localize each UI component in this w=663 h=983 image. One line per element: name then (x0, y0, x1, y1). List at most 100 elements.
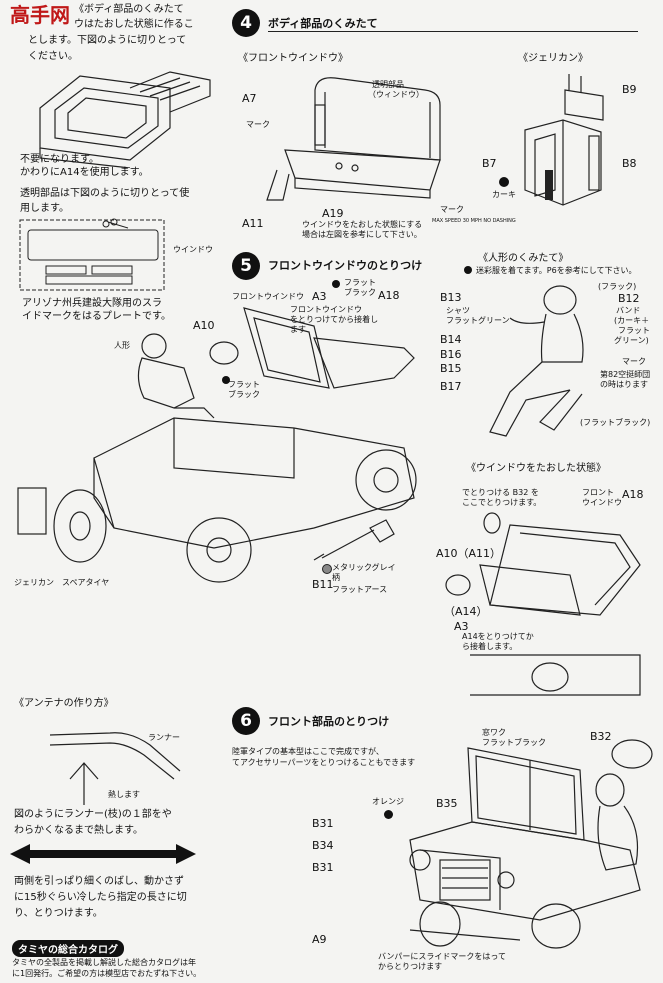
svg-text:高手网: 高手网 (10, 3, 70, 27)
decal-text: MAX SPEED 30 MPH NO DASHING (432, 218, 516, 224)
window-down-head: 《ウインドウをたおした状態》 (466, 463, 606, 474)
flat-earth-label: フラットアース (332, 585, 388, 594)
flat-black-dot-5a (332, 280, 340, 288)
flat-black-5a-1: フラット (344, 278, 376, 287)
step-5-title: フロントウインドウのとりつけ (268, 259, 423, 272)
bumper-note-2: からとりつけます (378, 962, 443, 971)
label-a19: A19 (322, 207, 344, 220)
label-b32: B32 (590, 730, 612, 743)
label-b13: B13 (440, 291, 462, 304)
step6-note-2: てアクセサリーパーツをとりつけることもできます (232, 758, 416, 767)
window-down-drawing (445, 512, 641, 696)
camo-dot (464, 266, 472, 274)
metallic-gray-dot (322, 564, 332, 574)
front-window-drawing (266, 77, 441, 201)
label-b16: B16 (440, 348, 462, 361)
clear-part-label-2: （ウィンドウ） (368, 90, 424, 99)
step6-note-1: 陸軍タイプの基本型はここで完成ですが、 (232, 747, 384, 756)
clear-parts-para-2: 用します。 (20, 203, 69, 214)
window-down-front-2: ウインドウ (582, 498, 622, 507)
step-4-title: ボディ部品のくみたて (268, 17, 378, 30)
frame-label-1: 窓ワク (482, 728, 506, 737)
band-color-2: フラット (618, 326, 650, 335)
step4-note-1: ウインドウをたおした状態にする (302, 220, 423, 229)
step-5-badge: 5 (232, 252, 260, 280)
unneeded-note-2: かわりにA14を使用します。 (20, 167, 149, 178)
label-a7: A7 (242, 92, 257, 105)
front-window-head: 《フロントウインドウ》 (238, 53, 348, 64)
step4-note-2: 場合は左図を参考にして下さい。 (302, 230, 422, 239)
label-b31a: B31 (312, 817, 334, 830)
seated-figure-drawing (489, 285, 584, 437)
step-6-title: フロント部品のとりつけ (268, 715, 390, 728)
label-b11: B11 (312, 578, 334, 591)
label-b15: B15 (440, 362, 462, 375)
front-window-note-1: フロントウインドウ (290, 305, 362, 314)
band-color-1: (カーキ＋ (614, 316, 650, 325)
front-window-note-2: をとりつけてから接着し (290, 315, 379, 324)
window-down-front-1: フロント (582, 488, 614, 497)
step-6-badge: 6 (232, 707, 260, 735)
left-top-para-2: とします。下図のように切りとって (28, 35, 187, 46)
clear-parts-para-1: 透明部品は下図のように切りとって使 (20, 188, 190, 199)
jerrycan-drawing (524, 74, 604, 206)
a14-note-2: ら接着します。 (462, 642, 518, 651)
label-b7: B7 (482, 157, 497, 170)
label-b31b: B31 (312, 861, 334, 874)
label-a10: A10 (193, 319, 215, 332)
division-label-2: の時はります (600, 380, 648, 389)
khaki-label: カーキ (492, 190, 516, 199)
label-b9: B9 (622, 83, 637, 96)
jeep-step5-drawing (17, 307, 417, 583)
window-frame-cut-drawing (39, 71, 211, 168)
antenna-para-2: わらかくなるまで熱します。 (14, 825, 143, 836)
metallic-gray-1: メタリックグレイ (332, 563, 396, 572)
label-a10-a11: A10（A11） (436, 547, 502, 560)
left-top-para-1: ウはたおした状態に作るこ (74, 19, 194, 30)
label-a3-step5: A3 (312, 290, 327, 303)
figure-label: 人形 (114, 341, 130, 350)
site-logo-graphic: 高手网 (10, 3, 70, 27)
figure-instruction: 迷彩服を着てます。P6を参考にして下さい。 (476, 266, 637, 275)
window-label-left: ウインドウ (173, 245, 213, 254)
orange-label: オレンジ (372, 797, 404, 806)
window-down-note-2: ここでとりつけます。 (462, 498, 542, 507)
bumper-note-1: バンパーにスライドマークをはって (378, 952, 506, 961)
left-top-para-3: ください。 (28, 51, 78, 62)
flat-black-5b-1: フラット (228, 380, 260, 389)
shirt-label: シャツ (446, 306, 470, 315)
arizona-note-1: アリゾナ州兵建設大隊用のスラ (22, 298, 162, 309)
flat-black-5a-2: ブラック (344, 288, 376, 297)
pull-para-2: に15秒ぐらい冷したら指定の長さに切 (14, 892, 187, 903)
step-4-badge: 4 (232, 9, 260, 37)
jerrycan-label-left: ジェリカン (14, 578, 54, 587)
label-b34: B34 (312, 839, 334, 852)
catalog-para-2: に1回発行。ご希望の方は模型店でおたずね下さい。 (12, 969, 202, 978)
label-b14: B14 (440, 333, 462, 346)
antenna-drawing (50, 732, 181, 805)
spare-tire-label: スペアタイヤ (62, 578, 110, 587)
division-label-1: 第82空挺師団 (600, 370, 651, 379)
catalog-badge: タミヤの総合カタログ (12, 940, 124, 957)
flat-black-label-r: (フラック) (598, 282, 637, 291)
heat-label: 熱します (108, 790, 140, 799)
arizona-note-2: イドマークをはるプレートです。 (22, 311, 171, 322)
label-b12: B12 (618, 292, 640, 305)
shirt-color: フラットグリーン (446, 316, 510, 325)
clear-part-cut-drawing (19, 218, 165, 291)
flat-black-dot-5b (222, 376, 230, 384)
figure-section-head: 《人形のくみたて》 (478, 253, 569, 264)
label-a9: A9 (312, 933, 327, 946)
pull-para-1: 両側を引っぱり細くのばし、動かさず (14, 876, 184, 887)
jerrycan-head: 《ジェリカン》 (518, 53, 588, 64)
khaki-paint-dot (499, 177, 509, 187)
a14-note-1: A14をとりつけてか (462, 632, 534, 641)
unneeded-note-1: 不要になります。 (20, 154, 99, 165)
label-b17: B17 (440, 380, 462, 393)
runner-label: ランナー (148, 733, 180, 742)
mark-label-4a: マーク (246, 120, 270, 129)
orange-paint-dot (384, 810, 393, 819)
label-a18-wd: A18 (622, 488, 644, 501)
left-top-heading: 《ボディ部品のくみたて (74, 4, 184, 15)
jeep-step6-drawing (409, 739, 653, 949)
